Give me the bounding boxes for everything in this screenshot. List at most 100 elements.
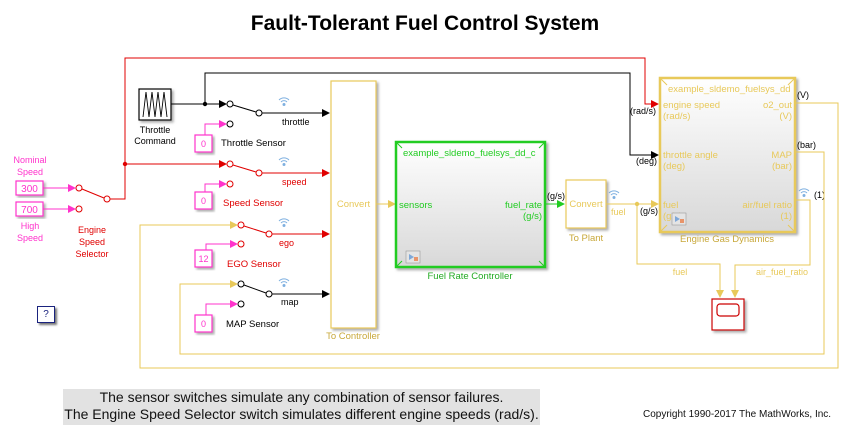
engine-speed-wire (110, 57, 659, 200)
fuel-rate-controller-in-port: sensors (399, 200, 433, 211)
engine-gas-dynamics-reference: example_sldemo_fuelsys_dd (668, 84, 791, 95)
map-signal-label: map (281, 297, 299, 307)
diagram-title: Fault-Tolerant Fuel Control System (250, 12, 600, 35)
wifi-icon (278, 97, 290, 106)
input-fuel: fuel (663, 200, 678, 211)
to-controller-inner: Convert (337, 199, 371, 210)
ego-sensor-value: 12 (198, 254, 208, 264)
fuel-rate-controller-block[interactable]: example_sldemo_fuelsys_dd_c sensors fuel… (394, 140, 547, 269)
throttle-signal-label: throttle (282, 117, 310, 127)
fuel-wire-unit: (g/s) (640, 206, 658, 216)
nominal-speed-label-top: Nominal (13, 155, 46, 165)
wifi-icon (278, 157, 290, 166)
engine-speed-selector-line3: Selector (75, 249, 108, 259)
output-map: MAP (771, 150, 792, 161)
engine-gas-dynamics-label: Engine Gas Dynamics (680, 234, 774, 245)
map-sensor-label: MAP Sensor (226, 319, 279, 330)
ego-sensor-switch[interactable] (237, 221, 273, 248)
map-sensor-switch[interactable] (237, 280, 273, 308)
output-air-fuel-ratio: air/fuel ratio (742, 200, 792, 211)
note-line1: The sensor switches simulate any combina… (99, 389, 504, 405)
speed-sensor-switch[interactable] (226, 160, 263, 188)
signal-logging-icons (278, 97, 810, 287)
fuel-rate-wire-unit: (g/s) (547, 191, 565, 201)
throttle-angle-wire-unit: (deg) (636, 156, 657, 166)
map-sensor-value: 0 (201, 319, 206, 329)
fuel-rate-controller-reference: example_sldemo_fuelsys_dd_c (403, 148, 536, 159)
scope-block[interactable] (711, 298, 745, 331)
nominal-speed-label-bottom: Speed (17, 167, 43, 177)
output-map-unit: (bar) (772, 161, 792, 172)
output-o2-out: o2_out (763, 100, 792, 111)
engine-speed-selector-line2: Speed (79, 237, 105, 247)
copyright-text: Copyright 1990-2017 The MathWorks, Inc. (643, 409, 832, 420)
engine-gas-dynamics-block[interactable]: example_sldemo_fuelsys_dd engine speed (… (658, 76, 797, 234)
wifi-icon (278, 218, 290, 227)
scope-screen-icon (716, 303, 740, 317)
throttle-command-line1: Throttle (140, 125, 171, 135)
wifi-icon (278, 278, 290, 287)
throttle-sensor-constant[interactable]: 0 (194, 134, 213, 153)
engine-speed-selector-switch[interactable] (75, 184, 111, 213)
throttle-command-line2: Command (134, 136, 176, 146)
throttle-sensor-value: 0 (201, 139, 206, 149)
map-sensor-constant[interactable]: 0 (194, 314, 213, 333)
nominal-speed-constant[interactable]: 300 (15, 180, 44, 196)
throttle-command-block[interactable] (138, 88, 172, 121)
model-reference-icon (405, 250, 421, 264)
to-plant-label: To Plant (569, 233, 604, 244)
input-engine-speed: engine speed (663, 100, 720, 111)
map-wire-unit: (bar) (797, 140, 816, 150)
fuel-rate-controller-out-port: fuel_rate (505, 200, 542, 211)
ego-sensor-label: EGO Sensor (227, 259, 281, 270)
help-button[interactable]: ? (37, 306, 55, 323)
map-sensor-const-wire (205, 300, 238, 315)
engine-speed-selector-line1: Engine (78, 225, 106, 235)
note-line2: The Engine Speed Selector switch simulat… (64, 406, 539, 422)
output-air-fuel-ratio-unit: (1) (780, 211, 792, 222)
speed-sensor-label: Speed Sensor (223, 198, 283, 209)
throttle-sensor-const-wire (204, 120, 227, 135)
scope-air-fuel-label: air_fuel_ratio (756, 267, 808, 277)
to-controller-block[interactable]: Convert (330, 80, 377, 329)
to-controller-label: To Controller (326, 331, 380, 342)
to-plant-block[interactable]: Convert (565, 179, 607, 229)
input-throttle-angle: throttle angle (663, 150, 718, 161)
output-o2-out-unit: (V) (779, 111, 792, 122)
ego-sensor-constant[interactable]: 12 (194, 249, 213, 268)
high-speed-label-bottom: Speed (17, 233, 43, 243)
fuel-wire-label: fuel (611, 207, 626, 217)
nominal-speed-value: 300 (21, 184, 38, 195)
ego-signal-label: ego (279, 238, 294, 248)
branch-point (202, 101, 208, 107)
to-plant-inner: Convert (569, 199, 603, 210)
signal-builder-icon (142, 91, 168, 118)
high-speed-constant[interactable]: 700 (15, 201, 44, 217)
speed-sensor-const-wire (204, 180, 227, 195)
speed-sensor-value: 0 (201, 196, 206, 206)
o2-out-feedback-wire (139, 102, 839, 369)
wifi-icon (798, 188, 810, 197)
fuel-to-scope-wire (636, 204, 724, 298)
throttle-sensor-label: Throttle Sensor (221, 138, 286, 149)
engine-speed-wire-unit: (rad/s) (630, 106, 656, 116)
o2-out-wire-unit: (V) (797, 90, 809, 100)
input-throttle-angle-unit: (deg) (663, 161, 685, 172)
map-feedback-wire (179, 151, 825, 355)
branch-point (122, 161, 128, 167)
annotation-note: The sensor switches simulate any combina… (63, 389, 540, 425)
speed-signal-label: speed (282, 177, 307, 187)
air-fuel-wire-unit: (1) (814, 190, 825, 200)
high-speed-value: 700 (21, 205, 38, 216)
high-speed-label-top: High (21, 221, 40, 231)
fuel-rate-controller-out-unit: (g/s) (523, 211, 542, 222)
scope-fuel-label: fuel (673, 267, 688, 277)
throttle-angle-wire (204, 72, 659, 159)
input-engine-speed-unit: (rad/s) (663, 111, 690, 122)
wifi-icon (608, 190, 620, 199)
throttle-sensor-switch[interactable] (226, 100, 263, 128)
air-fuel-ratio-wire (731, 199, 811, 298)
speed-sensor-constant[interactable]: 0 (194, 191, 213, 210)
model-reference-icon (671, 212, 687, 226)
